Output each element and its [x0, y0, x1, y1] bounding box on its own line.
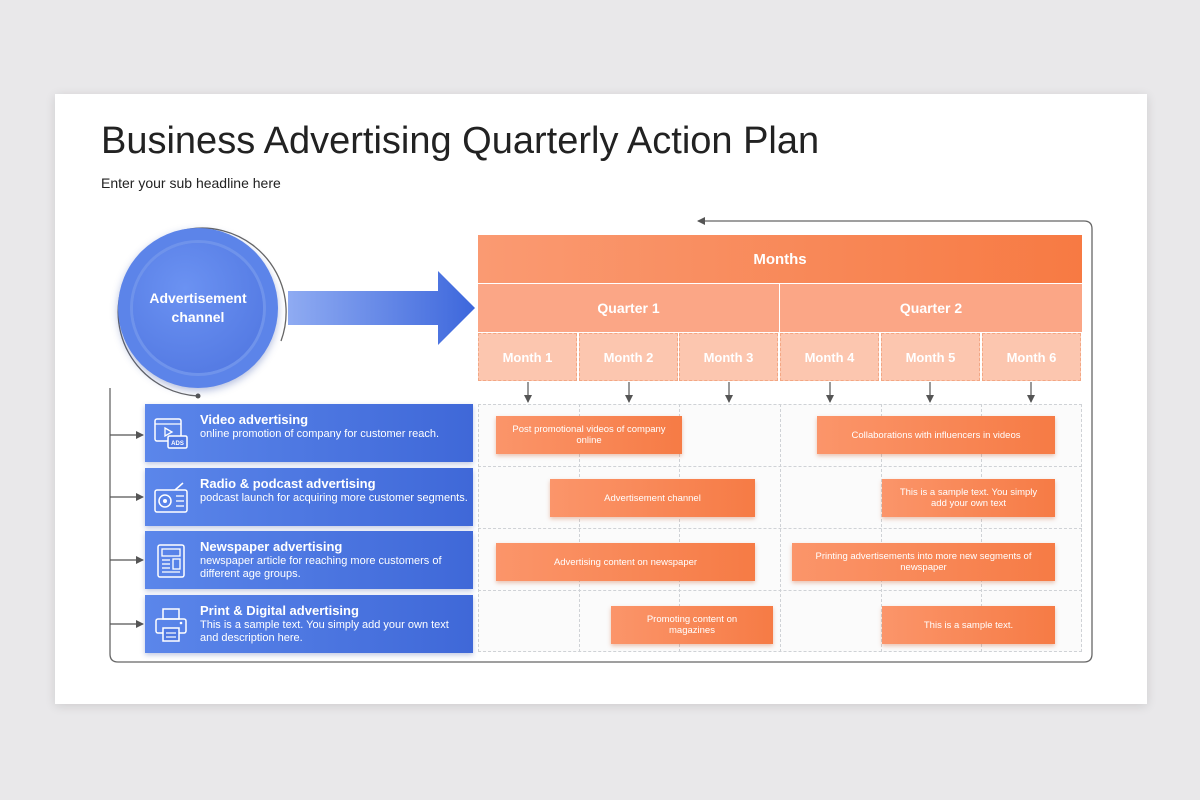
- channel-circle-label: Advertisement channel: [149, 290, 247, 325]
- month-5-header: Month 5: [881, 333, 980, 381]
- channel-title: Radio & podcast advertising: [200, 476, 376, 491]
- month-2-header: Month 2: [579, 333, 678, 381]
- channel-title: Newspaper advertising: [200, 539, 343, 554]
- quarter-2-header: Quarter 2: [780, 284, 1082, 332]
- task-bar: Post promotional videos of company onlin…: [496, 416, 682, 454]
- channel-row-newspaper: Newspaper advertising newspaper article …: [145, 531, 473, 589]
- month-1-header: Month 1: [478, 333, 577, 381]
- month-4-header: Month 4: [780, 333, 879, 381]
- channel-row-video: ADS Video advertising online promotion o…: [145, 404, 473, 462]
- month-6-header: Month 6: [982, 333, 1081, 381]
- task-bar: This is a sample text. You simply add yo…: [882, 479, 1055, 517]
- task-bar: Collaborations with influencers in video…: [817, 416, 1055, 454]
- channel-description: newspaper article for reaching more cust…: [200, 555, 442, 580]
- channel-description: This is a sample text. You simply add yo…: [200, 619, 449, 644]
- channel-title: Video advertising: [200, 412, 309, 427]
- slide: Business Advertising Quarterly Action Pl…: [55, 94, 1147, 704]
- radio-icon: [154, 482, 188, 513]
- page-title: Business Advertising Quarterly Action Pl…: [101, 120, 820, 162]
- video-ads-icon: ADS: [154, 418, 188, 449]
- task-bar: Advertisement channel: [550, 479, 755, 517]
- channel-circle: Advertisement channel: [118, 228, 278, 388]
- task-bar: Printing advertisements into more new se…: [792, 543, 1055, 581]
- channel-description: podcast launch for acquiring more custom…: [200, 492, 468, 504]
- task-bar: Advertising content on newspaper: [496, 543, 755, 581]
- flow-arrow-icon: [288, 271, 475, 345]
- month-3-header: Month 3: [679, 333, 778, 381]
- task-bar: This is a sample text.: [882, 606, 1055, 644]
- months-header: Months: [478, 235, 1082, 283]
- channel-row-radio: Radio & podcast advertising podcast laun…: [145, 468, 473, 526]
- channel-row-print: Print & Digital advertising This is a sa…: [145, 595, 473, 653]
- printer-icon: [155, 608, 187, 642]
- channel-title: Print & Digital advertising: [200, 603, 359, 618]
- svg-text:ADS: ADS: [171, 441, 184, 447]
- task-bar: Promoting content on magazines: [611, 606, 773, 644]
- channel-description: online promotion of company for customer…: [200, 428, 440, 440]
- newspaper-icon: [157, 544, 185, 578]
- page-subtitle: Enter your sub headline here: [101, 175, 281, 191]
- quarter-1-header: Quarter 1: [478, 284, 779, 332]
